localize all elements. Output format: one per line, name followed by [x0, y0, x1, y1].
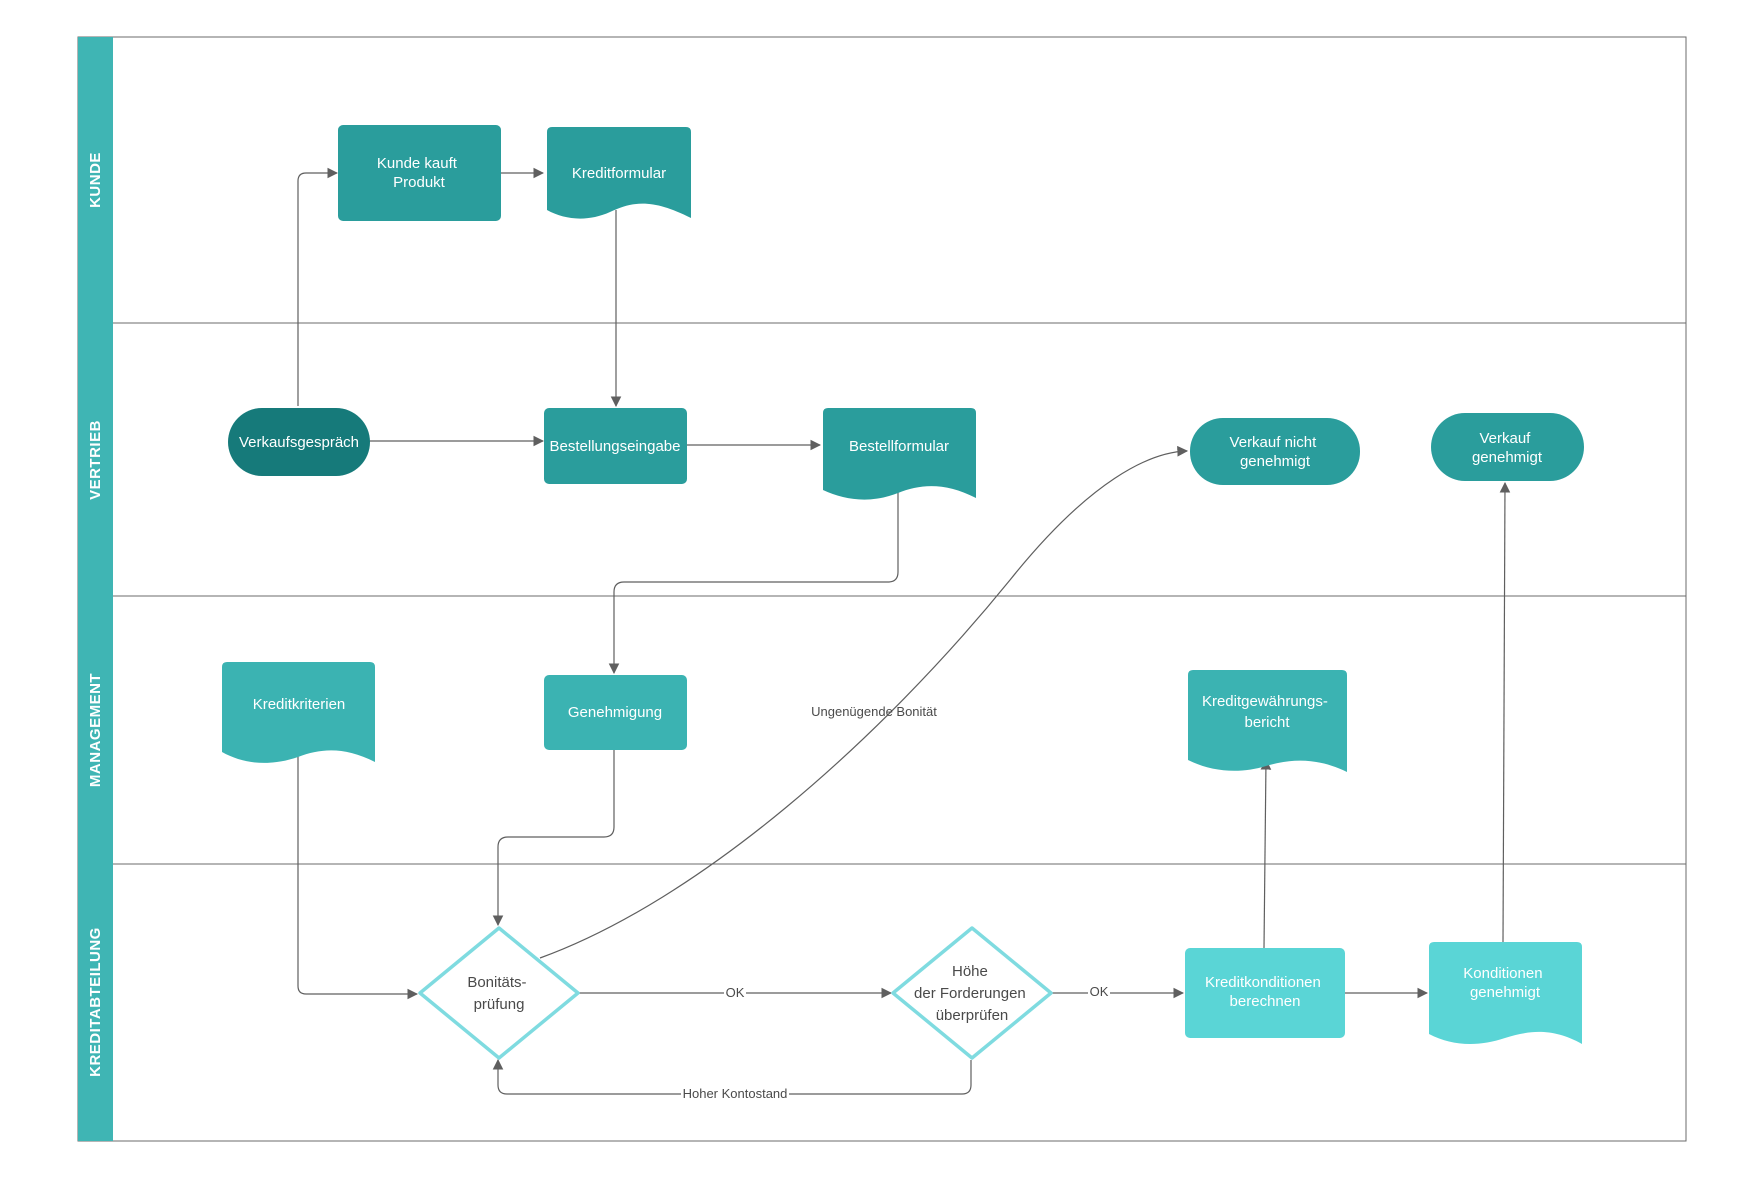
node-text-line: bericht — [1244, 714, 1290, 731]
lane-title-management: MANAGEMENT — [87, 673, 104, 787]
edge-verkaufsgespraech-kunde-kauft — [297, 167, 339, 406]
edge-kreditkriterien-bonitaetspruefung — [297, 755, 419, 1000]
node-text-line: Genehmigung — [568, 704, 662, 721]
edge-label-ungenuegende-bonitaet: Ungenügende Bonität — [811, 704, 937, 719]
svg-text:Kreditkriterien: Kreditkriterien — [253, 696, 346, 713]
node-text-line: prüfung — [474, 996, 525, 1013]
process-kunde-kauft-produkt[interactable]: Kunde kauft Produkt — [338, 125, 501, 221]
edge-labels: Ungenügende Bonität OK OK Hoher Kontosta… — [681, 704, 1110, 1103]
svg-text:Bonitäts- prüfung: Bonitäts- prüfung — [467, 974, 530, 1013]
process-kreditkonditionen-berechnen[interactable]: Kreditkonditionen berechnen — [1185, 948, 1345, 1038]
node-text-line: Kreditformular — [572, 165, 666, 182]
edge-label-bg — [681, 1085, 789, 1103]
node-text-line: Bestellformular — [849, 438, 949, 455]
node-text-line: Kunde kauft — [377, 155, 458, 172]
node-text-line: berechnen — [1230, 993, 1301, 1010]
node-text-line: genehmigt — [1470, 984, 1541, 1001]
node-text-line: genehmigt — [1240, 453, 1311, 470]
lane-title-vertrieb: VERTRIEB — [87, 420, 104, 500]
node-text-line: Produkt — [393, 174, 446, 191]
svg-text:Verkaufsgespräch: Verkaufsgespräch — [239, 434, 359, 451]
nodes: Kunde kauft Produkt Kreditformular Verka… — [222, 125, 1584, 1060]
svg-text:Kreditformular: Kreditformular — [572, 165, 666, 182]
process-bestellungseingabe[interactable]: Bestellungseingabe — [544, 408, 687, 484]
edge-kreditkonditionen-bericht — [1260, 758, 1272, 949]
process-genehmigung[interactable]: Genehmigung — [544, 675, 687, 750]
node-text-line: Bestellungseingabe — [550, 438, 681, 455]
terminator-verkauf-genehmigt[interactable]: Verkauf genehmigt — [1431, 413, 1584, 481]
edge-label-ok-1: OK — [726, 985, 745, 1000]
terminator-verkaufsgespraech[interactable]: Verkaufsgespräch — [228, 408, 370, 476]
lane-title-kreditabteilung: KREDITABTEILUNG — [87, 927, 104, 1077]
node-text-line: Bonitäts- — [467, 974, 526, 991]
decision-bonitaetspruefung[interactable]: Bonitäts- prüfung — [418, 926, 580, 1060]
node-text-line: Kreditkriterien — [253, 696, 346, 713]
node-text-line: Höhe — [952, 963, 988, 980]
svg-text:Bestellformular: Bestellformular — [849, 438, 949, 455]
lane-title-kunde: KUNDE — [87, 152, 104, 208]
svg-text:Kreditgewährungs- beri: Kreditgewährungs- bericht — [1202, 693, 1332, 731]
svg-text:Kreditkonditionen bere: Kreditkonditionen berechnen — [1205, 974, 1325, 1010]
edge-label-bg — [724, 983, 746, 1001]
document-kreditgewaehrungsbericht[interactable]: Kreditgewährungs- bericht — [1188, 670, 1347, 772]
lane-header-kunde — [78, 37, 113, 323]
node-text-line: Verkauf — [1479, 430, 1531, 447]
document-konditionen-genehmigt[interactable]: Konditionen genehmigt — [1429, 942, 1582, 1044]
node-text-line: der Forderungen — [914, 985, 1026, 1002]
document-bestellformular[interactable]: Bestellformular — [823, 408, 976, 500]
node-text-line: überprüfen — [936, 1007, 1009, 1024]
svg-text:Höhe der Forderungen: Höhe der Forderungen überprüfen — [914, 963, 1030, 1024]
node-text-line: Kreditgewährungs- — [1202, 693, 1328, 710]
lane-header-kreditabteilung — [78, 864, 113, 1141]
svg-text:Verkauf genehmigt: Verkauf genehmigt — [1472, 430, 1543, 466]
svg-text:Kunde kauft Produkt: Kunde kauft Produkt — [377, 155, 461, 191]
edges — [297, 167, 1511, 1095]
node-text-line: genehmigt — [1472, 449, 1543, 466]
node-text-line: Verkauf nicht — [1230, 434, 1318, 451]
edge-genehmigung-bonitaetspruefung — [492, 748, 615, 927]
node-text-line: Kreditkonditionen — [1205, 974, 1321, 991]
node-text-line: Konditionen — [1463, 965, 1542, 982]
document-kreditformular[interactable]: Kreditformular — [547, 127, 691, 219]
svg-text:Genehmigung: Genehmigung — [568, 704, 662, 721]
svg-text:Verkauf nicht genehmig: Verkauf nicht genehmigt — [1230, 434, 1321, 470]
decision-hoehe-der-forderungen[interactable]: Höhe der Forderungen überprüfen — [891, 926, 1053, 1060]
lane-header-vertrieb — [78, 323, 113, 596]
edge-label-ok-2: OK — [1090, 984, 1109, 999]
edge-konditionen-verkauf-genehmigt — [1499, 481, 1511, 943]
edge-label-bg — [1088, 982, 1110, 1000]
node-text-line: Verkaufsgespräch — [239, 434, 359, 451]
edge-bonitaet-ungenuegend — [539, 445, 1189, 959]
edge-bestellformular-genehmigung — [608, 487, 899, 675]
terminator-verkauf-nicht-genehmigt[interactable]: Verkauf nicht genehmigt — [1190, 418, 1360, 485]
svg-text:Bestellungseingabe: Bestellungseingabe — [550, 438, 681, 455]
edge-label-hoher-kontostand: Hoher Kontostand — [683, 1086, 788, 1101]
lane-header-management — [78, 596, 113, 864]
svg-text:Konditionen genehmigt: Konditionen genehmigt — [1463, 965, 1546, 1001]
document-kreditkriterien[interactable]: Kreditkriterien — [222, 662, 375, 763]
